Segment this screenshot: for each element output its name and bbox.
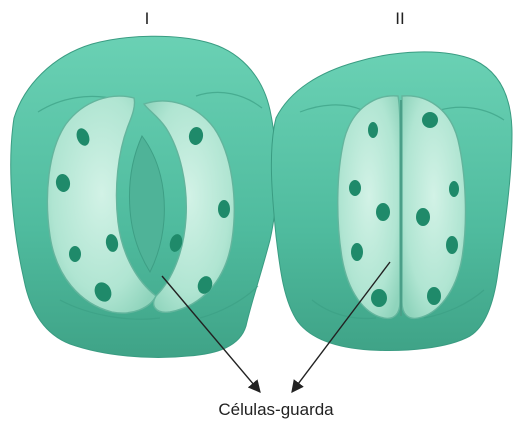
chloroplast (422, 112, 438, 128)
chloroplast (449, 181, 459, 197)
panel-label-ii: II (395, 9, 404, 28)
panel-label-i: I (145, 9, 150, 28)
stoma-closed (271, 52, 512, 351)
chloroplast (351, 243, 363, 261)
stoma-open (11, 36, 277, 357)
chloroplast (427, 287, 441, 305)
chloroplast (446, 236, 458, 254)
chloroplast (376, 203, 390, 221)
guard-cells-label: Células-guarda (218, 400, 334, 419)
chloroplast (69, 246, 81, 262)
chloroplast (371, 289, 387, 307)
chloroplast (368, 122, 378, 138)
chloroplast (218, 200, 230, 218)
chloroplast (349, 180, 361, 196)
chloroplast (416, 208, 430, 226)
